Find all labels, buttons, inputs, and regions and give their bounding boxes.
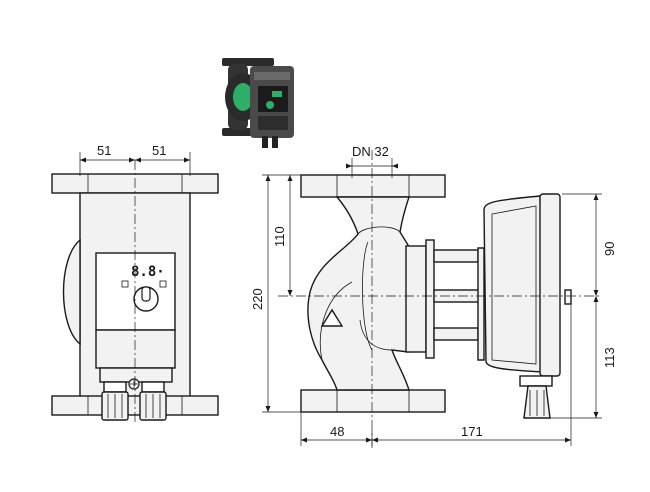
motor-flange-plate xyxy=(405,245,427,353)
dim-axis-to-head-top: 90 xyxy=(602,242,617,256)
pump-photo-icon xyxy=(222,58,294,148)
controller-cover xyxy=(539,193,561,377)
dim-axis-to-head-bottom: 113 xyxy=(602,347,617,368)
display-indicator-left xyxy=(121,280,129,288)
horizontal-length-dimension xyxy=(300,304,572,446)
motor-flange-ring xyxy=(425,239,435,359)
dim-nominal-diameter: DN 32 xyxy=(352,144,389,159)
dim-front-left-width: 51 xyxy=(97,143,111,158)
display-indicator-right xyxy=(159,280,167,288)
mounting-bolt-bottom xyxy=(433,327,479,341)
front-width-dimension xyxy=(79,152,191,176)
side-top-flange xyxy=(300,174,446,198)
control-knob-icon xyxy=(133,286,159,312)
nominal-diameter-dimension xyxy=(346,158,398,178)
overall-height-dimension xyxy=(262,174,301,413)
cable-gland-right xyxy=(139,381,167,421)
side-pump-housing xyxy=(307,196,410,391)
front-motor-bulge xyxy=(62,238,81,346)
motor-collar xyxy=(477,247,485,361)
flow-direction-arrow-icon xyxy=(320,308,344,327)
front-control-module xyxy=(95,252,176,331)
front-view: 8.8· xyxy=(51,143,219,425)
dim-overall-height: 220 xyxy=(250,288,265,310)
side-cable-gland xyxy=(519,375,553,419)
dim-axis-to-flange-front: 48 xyxy=(330,424,344,439)
upper-height-dimension xyxy=(287,175,293,296)
cable-gland-left xyxy=(101,381,129,421)
dim-axis-to-motor-rear: 171 xyxy=(461,424,483,439)
dim-flange-to-axis-top: 110 xyxy=(272,226,287,247)
side-bottom-flange xyxy=(300,389,446,413)
head-height-dimension xyxy=(548,193,602,419)
front-terminal-box xyxy=(95,329,176,369)
display-readout: 8.8· xyxy=(131,264,165,280)
side-view xyxy=(278,150,602,448)
controller-head xyxy=(483,195,545,373)
dim-front-right-width: 51 xyxy=(152,143,166,158)
vent-plug xyxy=(564,289,572,305)
mounting-bolt-top xyxy=(433,249,479,263)
